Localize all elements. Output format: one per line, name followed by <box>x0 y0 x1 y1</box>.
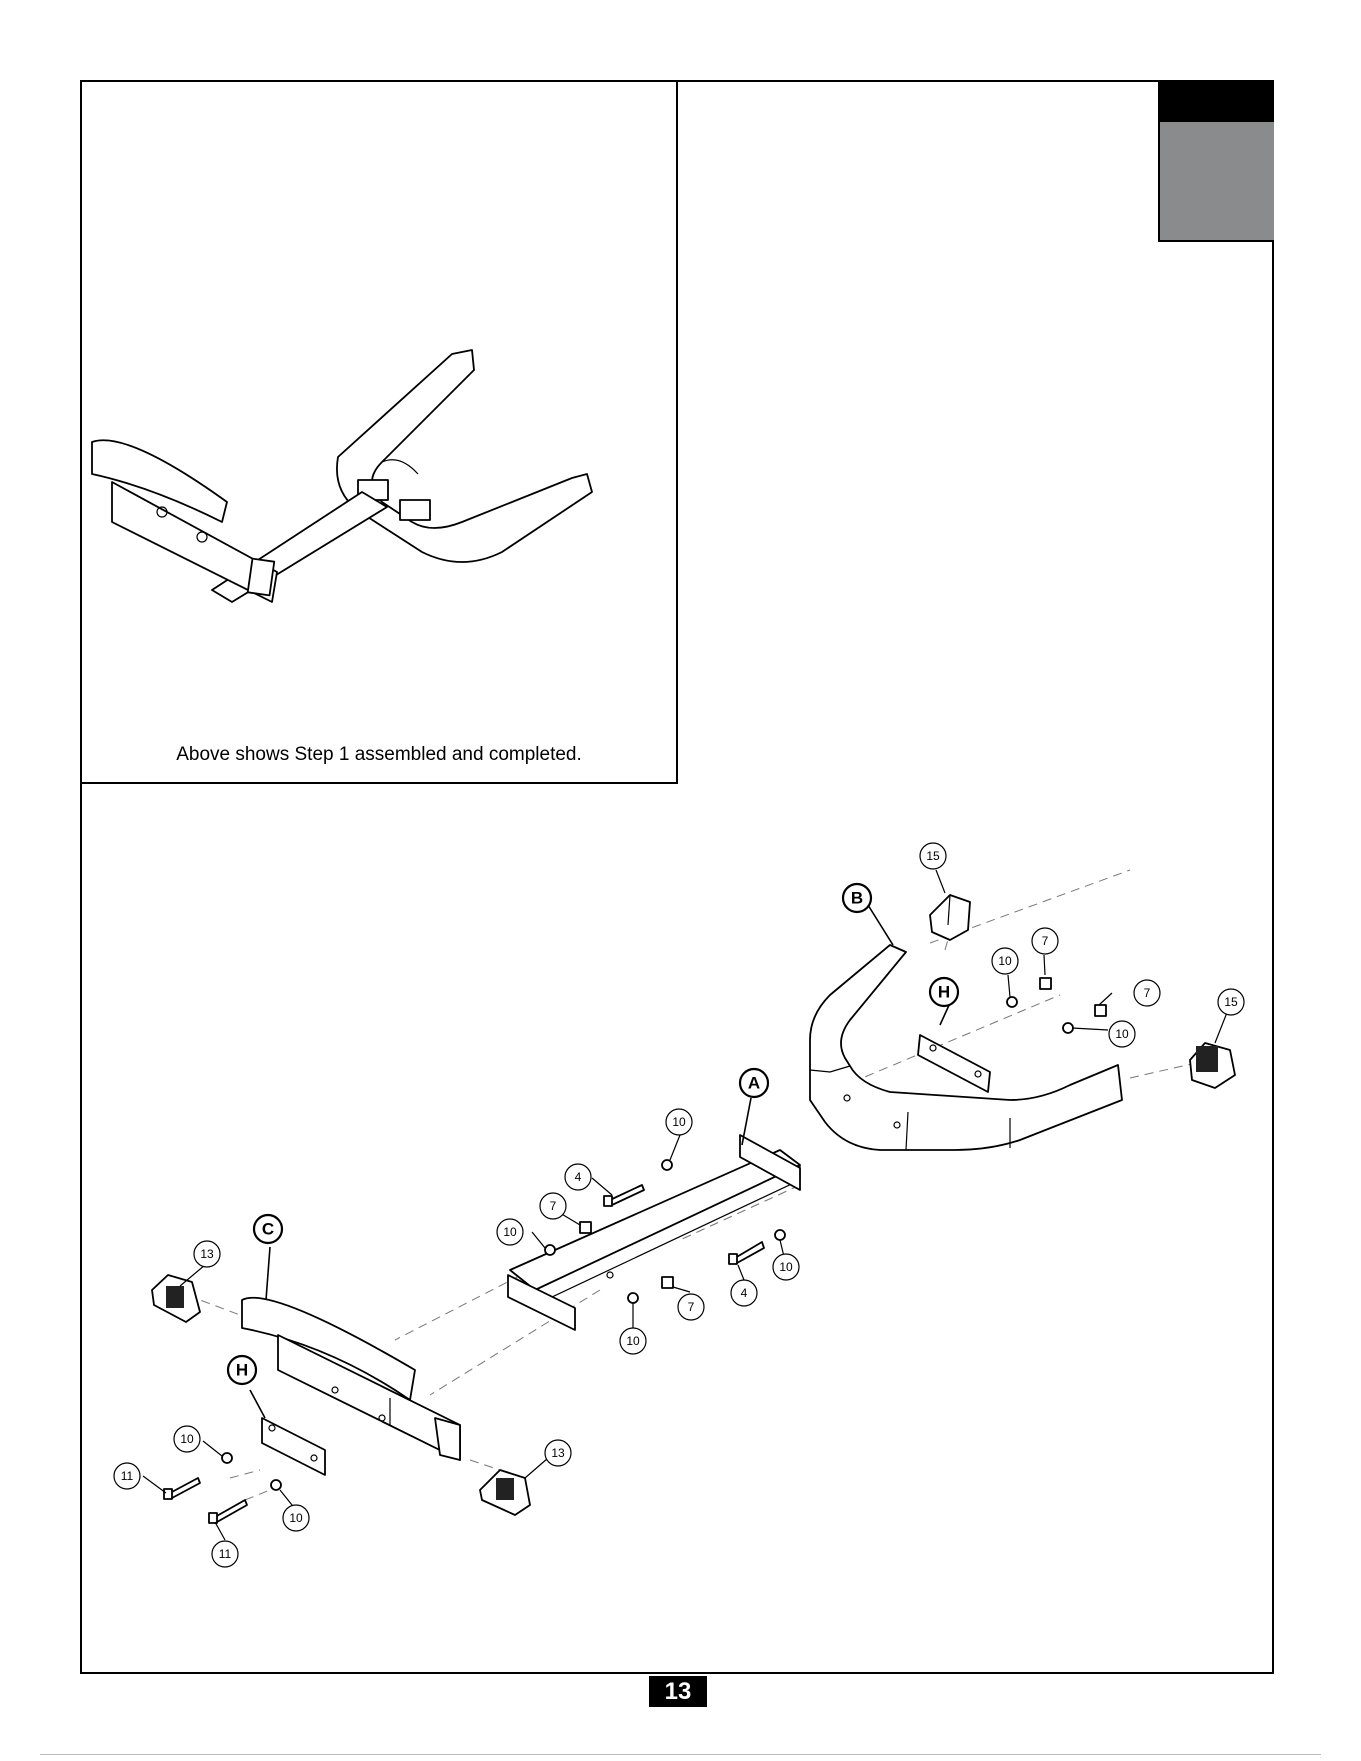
svg-text:10: 10 <box>289 1511 303 1525</box>
letter-callout-a: A <box>740 1069 768 1097</box>
svg-text:11: 11 <box>121 1469 134 1483</box>
callout-4: 4 <box>565 1164 591 1190</box>
washer-10 <box>1063 1023 1073 1033</box>
callout-10: 10 <box>773 1254 799 1280</box>
callout-7: 7 <box>540 1193 566 1219</box>
svg-text:10: 10 <box>672 1115 686 1129</box>
washer-10 <box>222 1453 232 1463</box>
svg-text:B: B <box>851 889 863 908</box>
washer-10 <box>545 1245 555 1255</box>
letter-callout-b: B <box>843 884 871 912</box>
page-number: 13 <box>649 1676 707 1707</box>
bolt-4-upper <box>604 1185 644 1206</box>
bolt-4-lower <box>729 1242 764 1264</box>
svg-text:13: 13 <box>200 1247 214 1261</box>
guide-line <box>430 1290 600 1395</box>
callout-11: 11 <box>114 1463 140 1489</box>
washer-10 <box>271 1480 281 1490</box>
svg-text:10: 10 <box>998 954 1012 968</box>
nut-7 <box>662 1277 673 1288</box>
callout-13-right: 13 <box>545 1440 571 1466</box>
washer-10 <box>662 1160 672 1170</box>
svg-text:H: H <box>938 983 950 1002</box>
nut-7 <box>580 1222 591 1233</box>
callout-7: 7 <box>678 1294 704 1320</box>
svg-text:10: 10 <box>779 1260 793 1274</box>
svg-text:15: 15 <box>1224 995 1238 1009</box>
svg-text:13: 13 <box>551 1446 565 1460</box>
callout-15-upper: 15 <box>920 843 946 869</box>
callout-7: 7 <box>1032 928 1058 954</box>
svg-text:H: H <box>236 1361 248 1380</box>
part-h-plate-right <box>918 1035 990 1092</box>
bolt-11-lower <box>209 1500 247 1523</box>
guide-line <box>230 1470 260 1478</box>
svg-text:C: C <box>262 1220 274 1239</box>
part-h-plate-left <box>262 1418 325 1475</box>
svg-text:11: 11 <box>219 1547 232 1561</box>
guide-line <box>470 1460 500 1470</box>
callout-10: 10 <box>620 1328 646 1354</box>
part-13-cap-right <box>480 1470 530 1515</box>
letter-callout-c: C <box>254 1215 282 1243</box>
nut-7 <box>1040 978 1051 989</box>
guide-line <box>1130 1062 1200 1078</box>
part-a-beam <box>510 1150 800 1290</box>
nut-7 <box>1095 1005 1106 1016</box>
svg-text:10: 10 <box>1115 1027 1129 1041</box>
callout-10: 10 <box>497 1219 523 1245</box>
washer-10 <box>775 1230 785 1240</box>
part-b-rear-base <box>810 945 1122 1150</box>
svg-text:A: A <box>748 1074 760 1093</box>
svg-text:10: 10 <box>626 1334 640 1348</box>
callout-10: 10 <box>283 1505 309 1531</box>
bolt-11-upper <box>164 1478 200 1499</box>
part-15-cap-right <box>1190 1043 1235 1088</box>
callout-11: 11 <box>212 1541 238 1567</box>
svg-text:10: 10 <box>180 1432 194 1446</box>
svg-text:7: 7 <box>1144 986 1151 1000</box>
callout-4: 4 <box>731 1280 757 1306</box>
svg-text:4: 4 <box>741 1286 748 1300</box>
svg-text:7: 7 <box>688 1300 695 1314</box>
letter-callout-h-left: H <box>228 1356 256 1384</box>
callout-10: 10 <box>992 948 1018 974</box>
callout-10: 10 <box>174 1426 200 1452</box>
svg-text:15: 15 <box>926 849 940 863</box>
washer-10 <box>628 1293 638 1303</box>
washer-10 <box>1007 997 1017 1007</box>
svg-text:4: 4 <box>575 1170 582 1184</box>
bottom-rule <box>40 1754 1321 1755</box>
svg-text:7: 7 <box>550 1199 557 1213</box>
callout-15-right: 15 <box>1218 989 1244 1015</box>
part-13-cap-left <box>152 1275 200 1322</box>
svg-text:10: 10 <box>503 1225 517 1239</box>
callout-7: 7 <box>1134 980 1160 1006</box>
svg-text:7: 7 <box>1042 934 1049 948</box>
callout-10: 10 <box>1109 1021 1135 1047</box>
callout-13-left: 13 <box>194 1241 220 1267</box>
part-15-cap-upper <box>930 895 970 940</box>
part-c-end <box>435 1418 460 1460</box>
callout-10: 10 <box>666 1109 692 1135</box>
letter-callout-h-right: H <box>930 978 958 1006</box>
